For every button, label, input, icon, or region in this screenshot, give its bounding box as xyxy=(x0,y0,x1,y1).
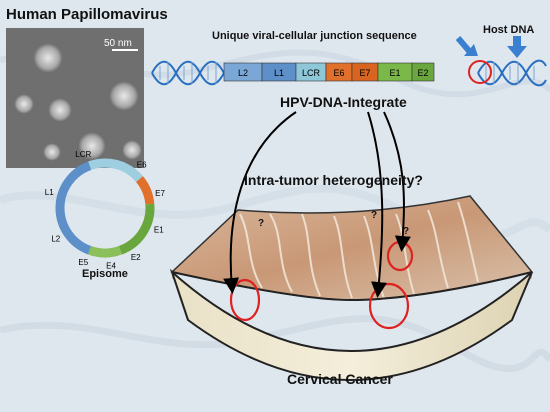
integration-arrows xyxy=(223,111,411,298)
episome-gene-label: E6 xyxy=(137,160,147,169)
genome-bar: L2 L1 LCR E6 E7 E1 E2 xyxy=(223,62,435,82)
episome-gene-label: L1 xyxy=(45,188,54,197)
genome-segment-label: E1 xyxy=(389,68,400,78)
question-mark-2: ? xyxy=(371,210,378,221)
integrate-label: HPV-DNA-Integrate xyxy=(280,94,407,110)
episome-arc xyxy=(118,203,155,255)
junction-label: Unique viral-cellular junction sequence xyxy=(212,30,417,42)
episome-gene-label: E4 xyxy=(106,262,116,271)
episome-label: Episome xyxy=(82,268,128,280)
episome-arc xyxy=(88,158,143,183)
micrograph xyxy=(6,28,144,168)
genome-segment-label: E6 xyxy=(333,68,344,78)
question-mark-1: ? xyxy=(258,218,265,229)
heterogeneity-label: Intra-tumor heterogeneity? xyxy=(244,172,423,188)
cancer-bowl xyxy=(169,195,534,381)
cancer-label: Cervical Cancer xyxy=(287,371,393,387)
episome-gene-label: E2 xyxy=(131,253,141,262)
episome-arc xyxy=(88,245,122,258)
scale-bar-label: 50 nm xyxy=(104,38,132,49)
host-dna-label: Host DNA xyxy=(483,24,535,36)
episome-gene-label: E5 xyxy=(78,258,88,267)
genome-segment-label: L1 xyxy=(274,68,284,78)
episome-arc xyxy=(55,161,92,255)
figure-title: Human Papillomavirus xyxy=(6,6,168,23)
junction-arrow xyxy=(455,36,478,56)
question-mark-3: ? xyxy=(403,226,410,237)
episome-gene-label: E1 xyxy=(154,226,164,235)
genome-segment-label: LCR xyxy=(302,68,321,78)
genome-segment-label: E2 xyxy=(417,68,428,78)
episome-gene-label: LCR xyxy=(75,150,91,159)
genome-segment-label: E7 xyxy=(359,68,370,78)
genome-segment-e2 xyxy=(411,62,435,82)
junction-circle xyxy=(468,60,492,84)
dna-strand xyxy=(151,59,547,87)
genome-segment-label: L2 xyxy=(238,68,248,78)
episome-arc xyxy=(135,176,155,205)
episome-gene-label: L2 xyxy=(51,235,60,244)
host-dna-arrow xyxy=(507,36,527,58)
episome-gene-label: E7 xyxy=(155,189,165,198)
